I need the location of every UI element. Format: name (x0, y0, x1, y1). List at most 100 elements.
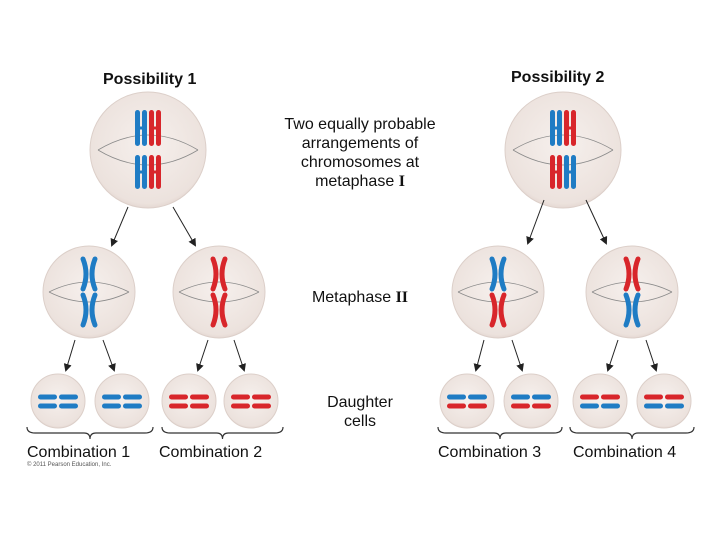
spindle-fiber (178, 281, 260, 293)
chromosome (447, 394, 487, 400)
chromosome (623, 256, 641, 292)
spindle-fiber (591, 281, 673, 293)
chromosome (149, 155, 161, 189)
combination-bracket (161, 426, 284, 440)
chromatid (601, 394, 620, 400)
chromosome (135, 155, 147, 189)
arrow (102, 339, 116, 372)
chromatid (557, 110, 562, 146)
metaphase-2-caption: Metaphase II (290, 288, 430, 307)
spindle-fiber (178, 291, 260, 303)
combination-2-label: Combination 2 (159, 444, 263, 461)
spindle-fiber (457, 291, 539, 303)
daughter-cell-5 (439, 373, 495, 429)
chromosome (231, 403, 271, 409)
chromatid (123, 394, 142, 400)
combination-1-label: Combination 1 (27, 444, 131, 461)
chromatid (59, 403, 78, 409)
cell-membrane (94, 373, 150, 429)
metaphase-1-cell-possibility-1 (89, 91, 207, 209)
metaphase-2-cell-4 (585, 245, 679, 339)
chromatid (498, 292, 507, 328)
chromosome (511, 403, 551, 409)
combination-4-label: Combination 4 (573, 444, 677, 461)
daughter-cells-caption: Daughter cells (300, 393, 420, 431)
spindle-fiber (512, 149, 614, 166)
chromatid (219, 292, 228, 328)
centromere (153, 126, 157, 130)
chromosome (210, 292, 228, 328)
chromatid (169, 394, 188, 400)
chromatid (102, 394, 121, 400)
chromosome (149, 110, 161, 146)
chromatid (252, 403, 271, 409)
chromatid (665, 403, 684, 409)
chromatid (252, 394, 271, 400)
chromatid (644, 394, 663, 400)
daughter-cell-1 (30, 373, 86, 429)
cell-membrane (504, 91, 622, 209)
chromatid (601, 403, 620, 409)
chromosome (169, 394, 209, 400)
chromosome (38, 394, 78, 400)
centromere (568, 126, 572, 130)
metaphase-2-numeral: II (395, 289, 409, 306)
chromosome (489, 256, 507, 292)
chromatid (632, 256, 641, 292)
metaphase-1-caption-line3: chromosomes at (300, 154, 420, 171)
arrow (585, 199, 608, 245)
chromatid (511, 403, 530, 409)
chromatid (89, 292, 98, 328)
chromatid (580, 394, 599, 400)
chromosome (550, 110, 562, 146)
possibility-1-label: Possibility 1 (103, 71, 197, 88)
chromatid (644, 403, 663, 409)
chromatid (156, 110, 161, 146)
spindle-fiber (591, 291, 673, 303)
centromere (554, 126, 558, 130)
chromatid (489, 292, 498, 328)
daughter-cells-line1: Daughter (327, 394, 393, 411)
chromatid (447, 403, 466, 409)
chromosome (80, 256, 98, 292)
chromatid (102, 403, 121, 409)
spindle-fiber (48, 291, 130, 303)
metaphase-1-numeral: I (398, 173, 405, 190)
spindle-fiber (97, 149, 199, 166)
chromatid (580, 403, 599, 409)
chromosome (623, 292, 641, 328)
arrow (110, 206, 129, 247)
centromere (568, 170, 572, 174)
combination-bracket (569, 426, 695, 440)
chromatid (210, 292, 219, 328)
chromatid (38, 403, 57, 409)
arrow (526, 199, 545, 245)
cell-membrane (572, 373, 628, 429)
metaphase-1-caption-line2: arrangements of (301, 135, 419, 152)
chromatid (511, 394, 530, 400)
chromatid (135, 155, 140, 189)
chromatid (89, 256, 98, 292)
arrow (63, 339, 76, 372)
metaphase-2-cell-3 (451, 245, 545, 339)
combination-3-label: Combination 3 (438, 444, 542, 461)
chromatid (447, 394, 466, 400)
chromosome (169, 403, 209, 409)
chromatid (564, 110, 569, 146)
possibility-2-label: Possibility 2 (511, 69, 605, 86)
chromatid (38, 394, 57, 400)
chromatid (190, 394, 209, 400)
chromosome (489, 292, 507, 328)
chromatid (571, 155, 576, 189)
cell-membrane (636, 373, 692, 429)
cell-membrane (585, 245, 679, 339)
daughter-cell-7 (572, 373, 628, 429)
arrow (196, 339, 209, 372)
chromatid (142, 110, 147, 146)
chromatid (59, 394, 78, 400)
cell-membrane (30, 373, 86, 429)
chromatid (219, 256, 228, 292)
cell-membrane (89, 91, 207, 209)
chromatid (532, 403, 551, 409)
